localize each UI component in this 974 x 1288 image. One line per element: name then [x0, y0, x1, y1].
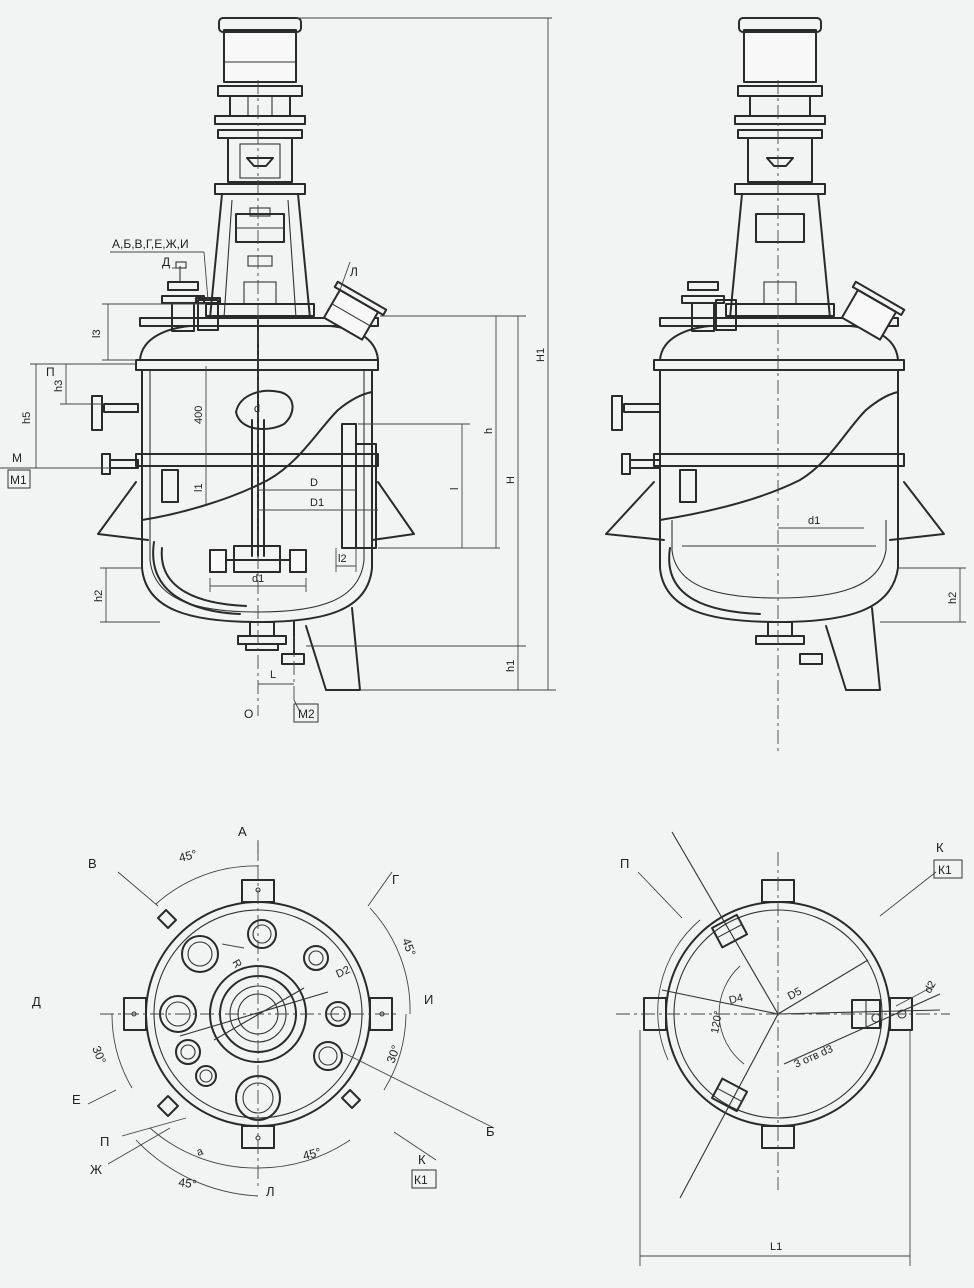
dim-H1: H1: [535, 348, 547, 362]
dim-l: l: [449, 488, 461, 490]
dim-h2: h2: [93, 590, 105, 602]
nozzle-b-label: Б: [486, 1124, 495, 1139]
nozzle-k-right-label: К: [936, 840, 944, 855]
angle-120: 120°: [709, 1010, 725, 1035]
drawing-labels: А,Б,В,Г,Е,Ж,И Д Л П М М1 М2 О l3 h3 h5 4…: [10, 237, 959, 1253]
front-view-dimensions: [0, 17, 556, 713]
nozzle-m1-label: М1: [10, 473, 27, 487]
dim-D2: D2: [334, 964, 352, 981]
angle-30-right: 30°: [384, 1043, 403, 1065]
nozzle-e-label: Е: [72, 1092, 81, 1107]
nozzles-list-label: А,Б,В,Г,Е,Ж,И: [112, 237, 189, 251]
axis-o-label: О: [244, 707, 253, 721]
nozzle-v-label: В: [88, 856, 97, 871]
nozzle-p-right-label: П: [620, 856, 629, 871]
nozzle-g-label: Г: [392, 872, 399, 887]
nozzle-k1-label: К1: [414, 1173, 428, 1187]
motor-body: [223, 29, 297, 83]
nozzle-m2-label: М2: [298, 707, 315, 721]
dim-h3: h3: [53, 380, 65, 392]
dim-h5: h5: [21, 412, 33, 424]
dim-l2: l2: [338, 553, 347, 565]
nozzle-k-label: К: [418, 1152, 426, 1167]
nozzle-i-label: И: [424, 992, 433, 1007]
dim-D: D: [310, 477, 318, 489]
dim-400: 400: [193, 406, 205, 424]
dim-a: a: [195, 1145, 205, 1159]
nozzle-a-label: А: [238, 824, 247, 839]
nozzle-p-label: П: [46, 365, 55, 379]
dim-d2: d2: [922, 979, 939, 996]
nozzle-l-label: Л: [350, 265, 358, 279]
dim-H: H: [505, 476, 517, 484]
dim-L1: L1: [770, 1241, 782, 1253]
nozzle-p-plan-label: П: [100, 1134, 109, 1149]
dim-D4: D4: [728, 992, 745, 1007]
dim-d1: d1: [252, 573, 264, 585]
dim-l1: l1: [193, 483, 205, 492]
dim-h1: h1: [505, 660, 517, 672]
dim-l3: l3: [91, 329, 103, 338]
nozzle-k1-right-label: К1: [938, 863, 952, 877]
angle-30-left: 30°: [89, 1044, 109, 1066]
angle-45-bottom: 45°: [178, 1175, 198, 1191]
nozzle-d-label: Д: [162, 255, 170, 269]
dim-L: L: [270, 669, 276, 681]
front-view-section: [91, 17, 415, 716]
dim-D5: D5: [786, 985, 804, 1002]
dim-D1: D1: [310, 497, 324, 509]
dim-h2-right: h2: [947, 592, 959, 604]
angle-45-right: 45°: [399, 936, 418, 958]
nozzle-zh-label: Ж: [90, 1162, 102, 1177]
dim-h: h: [483, 428, 495, 434]
holes-3-d3: 3 отв d3: [792, 1043, 835, 1071]
top-view-nozzles: [87, 840, 495, 1197]
angle-45-top: 45°: [177, 847, 198, 865]
bottom-view-supports: [616, 831, 963, 1266]
nozzle-m-label: М: [12, 451, 22, 465]
dim-d1-right: d1: [808, 515, 820, 527]
nozzle-l-plan-label: Л: [266, 1184, 275, 1199]
dim-d: d: [254, 403, 260, 415]
angle-45-lower: 45°: [301, 1145, 322, 1163]
front-view-exterior: [605, 17, 966, 754]
nozzle-d-plan-label: Д: [32, 994, 41, 1009]
